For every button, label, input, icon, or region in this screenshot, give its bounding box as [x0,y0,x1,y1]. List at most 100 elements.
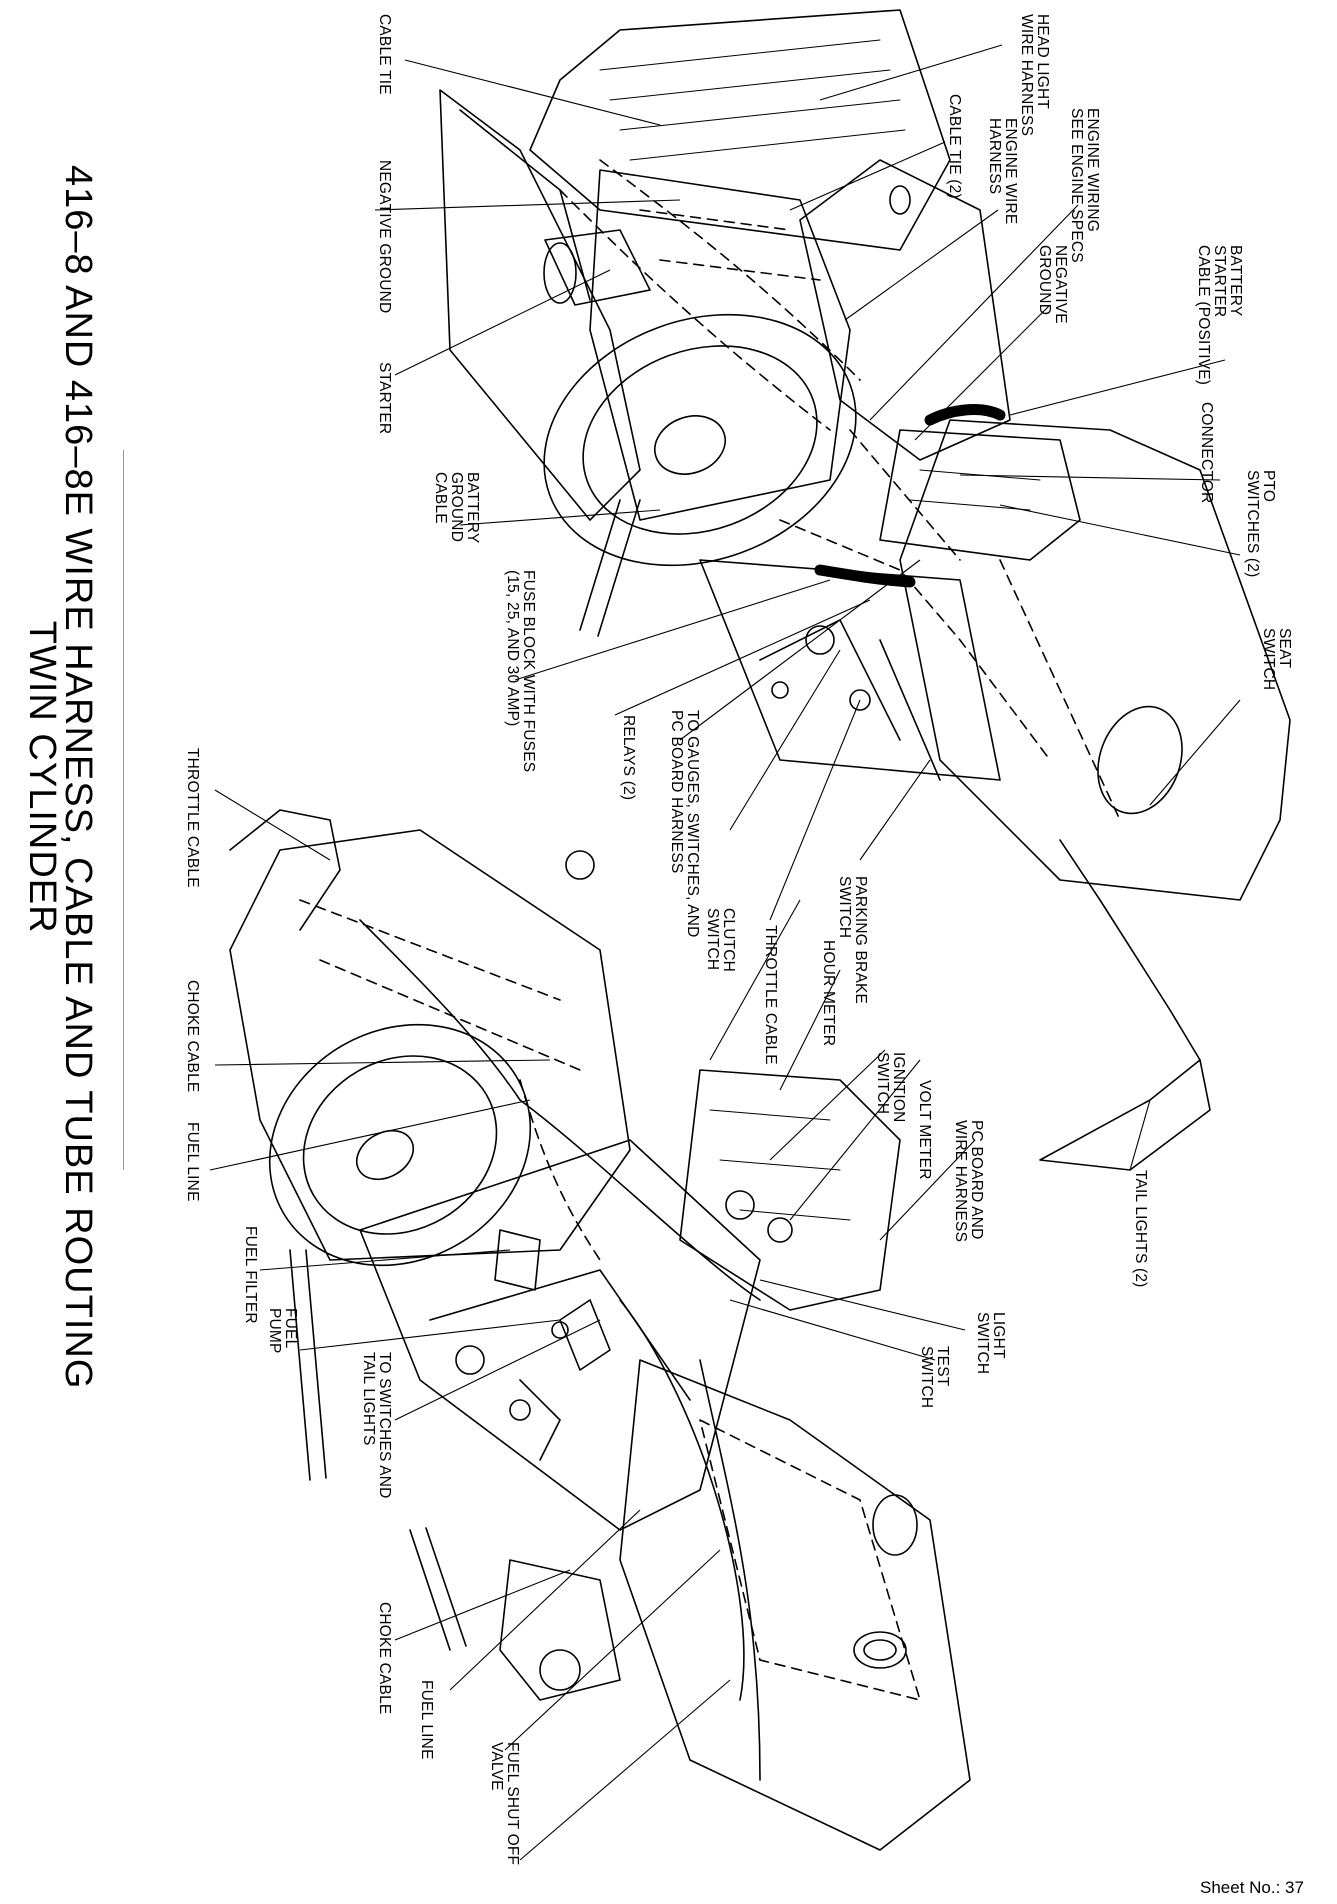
callout-line: WIRE HARNESS [1018,14,1035,137]
callout-line: FUEL LINE [418,1680,435,1760]
callout-line: NEGATIVE GROUND [376,160,393,314]
drawing-title: 416–8 AND 416–8E WIRE HARNESS, CABLE AND… [21,165,99,1390]
callout-line: TEST [934,1346,951,1387]
callout-line: CABLE [432,472,449,524]
callout-line: PUMP [266,1308,283,1354]
callout-line: RELAYS (2) [620,715,637,801]
callout-line: GROUND [448,472,465,543]
title-rule [123,450,124,1170]
callout-line: CABLE TIE (2) [946,94,963,199]
label-fuel-line-bottom: FUEL LINE [418,1680,435,1760]
label-cable-tie: CABLE TIE [376,14,393,95]
callout-line: FUEL [282,1308,299,1349]
label-negative-ground: NEGATIVE GROUND [376,160,393,314]
label-relays: RELAYS (2) [620,715,637,801]
callout-line: SEE ENGINE SPECS [1068,108,1085,263]
callout-line: VOLT METER [916,1080,933,1180]
callout-line: PC BOARD AND [968,1120,985,1240]
label-choke-cable-top: CHOKE CABLE [184,980,201,1093]
callout-line: STARTER [376,362,393,435]
callout-line: THROTTLE CABLE [184,748,201,888]
callout-line: (15, 25, AND 30 AMP) [504,570,521,727]
sheet-number: Sheet No.: 37 [1200,1878,1304,1897]
callout-line: NEGATIVE [1052,245,1069,324]
callout-line: THROTTLE CABLE [762,925,779,1065]
callout-line: WIRE HARNESS [952,1120,969,1243]
callout-line: FUEL SHUT OFF [504,1742,521,1866]
callout-line: SWITCH [836,876,853,939]
label-fuel-line-top: FUEL LINE [184,1122,201,1202]
callout-line: TO GAUGES, SWITCHES, AND [684,710,701,938]
label-fuse-block: FUSE BLOCK WITH FUSES(15, 25, AND 30 AMP… [504,570,537,773]
callout-line: TAIL LIGHTS (2) [1132,1170,1149,1288]
callout-line: PTO [1260,470,1277,503]
callout-line: SWITCH [704,908,721,971]
title-line-1: 416–8 AND 416–8E WIRE HARNESS, CABLE AND… [57,165,99,1390]
title-line-2: TWIN CYLINDER [21,620,63,934]
label-throttle-cable-right: THROTTLE CABLE [762,925,779,1065]
label-starter: STARTER [376,362,393,435]
callout-line: SWITCHES (2) [1244,470,1261,578]
callout-line: IGNITION [890,1052,907,1123]
callout-line: CHOKE CABLE [184,980,201,1093]
callout-line: GROUND [1036,245,1053,316]
callout-line: BATTERY [464,472,481,544]
callout-line: CABLE (POSITIVE) [1195,245,1212,386]
leader-lines [209,44,1241,1861]
callout-line: PARKING BRAKE [852,876,869,1005]
callout-line: SWITCH [874,1052,891,1115]
label-throttle-cable-left: THROTTLE CABLE [184,748,201,888]
callout-line: FUSE BLOCK WITH FUSES [520,570,537,773]
callout-line: ENGINE WIRING [1084,108,1101,233]
callout-line: STARTER [1211,245,1228,318]
callout-line: HARNESS [986,118,1003,195]
callout-line: TAIL LIGHTS [360,1352,377,1446]
callout-line: LIGHT [990,1312,1007,1359]
callout-line: CONNECTOR [1198,402,1215,504]
callout-line: SWITCH [974,1312,991,1375]
label-volt-meter: VOLT METER [916,1080,933,1180]
upper-assembly [439,9,1291,1171]
callout-line: HOUR METER [820,940,837,1047]
callout-line: HEAD LIGHT [1034,14,1051,110]
callout-line: FUEL FILTER [242,1226,259,1324]
callout-line: PC BOARD HARNESS [668,710,685,874]
label-fuel-filter: FUEL FILTER [242,1226,259,1324]
callout-line: SWITCH [918,1346,935,1409]
label-cable-tie-2: CABLE TIE (2) [946,94,963,199]
callout-line: BATTERY [1227,245,1244,317]
callout-line: TO SWITCHES AND [376,1352,393,1499]
callout-line: ENGINE WIRE [1002,118,1019,225]
callout-line: VALVE [488,1742,505,1791]
callout-line: FUEL LINE [184,1122,201,1202]
lower-assembly [229,809,971,1851]
callout-line: CABLE TIE [376,14,393,95]
callout-line: SWITCH [1260,628,1277,691]
label-choke-cable-bottom: CHOKE CABLE [376,1602,393,1714]
callout-line: SEAT [1276,628,1293,669]
label-connector: CONNECTOR [1198,402,1215,504]
label-hour-meter: HOUR METER [820,940,837,1047]
callout-line: CLUTCH [720,908,737,973]
label-tail-lights: TAIL LIGHTS (2) [1132,1170,1149,1288]
